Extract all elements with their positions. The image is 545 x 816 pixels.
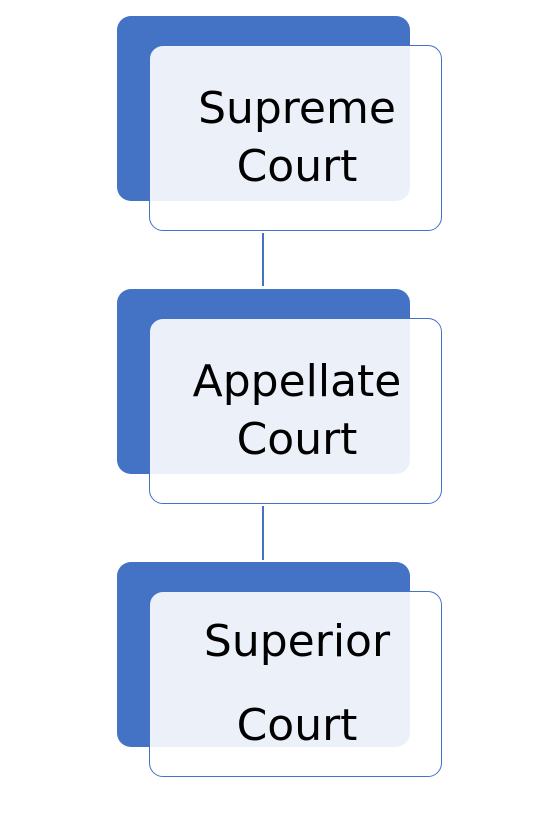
node-label: Supreme Court — [149, 45, 445, 231]
node-label-line1: Superior — [203, 616, 391, 667]
node-label: Appellate Court — [149, 318, 445, 504]
node-card — [149, 318, 442, 504]
node-supreme-court: Supreme Court — [117, 16, 445, 234]
node-label-line1: Supreme — [198, 83, 396, 134]
node-superior-court: Superior Court — [117, 562, 445, 780]
node-appellate-court: Appellate Court — [117, 289, 445, 507]
node-label: Superior Court — [149, 591, 445, 777]
node-label-line1: Appellate — [192, 356, 402, 407]
node-label-line2: Court — [236, 141, 358, 192]
node-label-line2: Court — [236, 414, 358, 465]
connector-line — [262, 233, 264, 286]
node-card — [149, 591, 442, 777]
node-card — [149, 45, 442, 231]
connector-line — [262, 506, 264, 560]
node-label-line2: Court — [236, 700, 358, 751]
